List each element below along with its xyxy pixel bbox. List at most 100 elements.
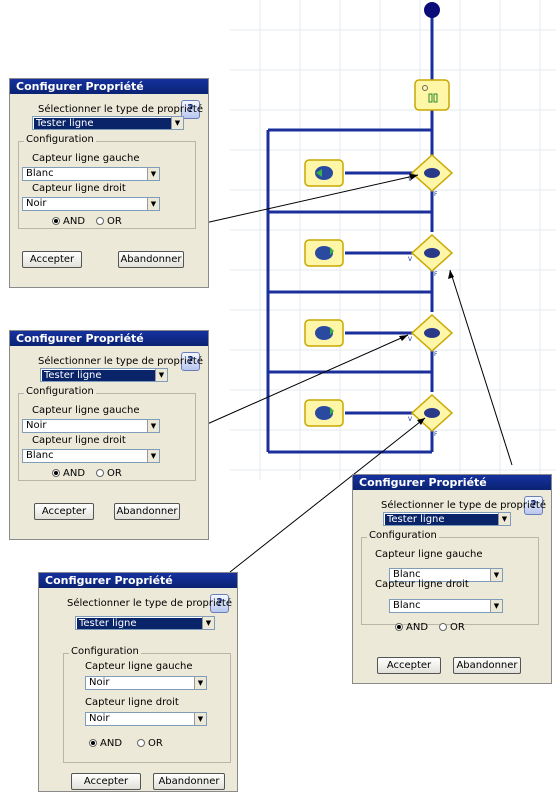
or-radio[interactable]: OR	[96, 468, 122, 479]
chevron-down-icon[interactable]: ▼	[194, 713, 206, 725]
property-type-label: Sélectionner le type de propriété	[38, 356, 203, 367]
wait-block[interactable]	[414, 79, 450, 111]
property-type-label: Sélectionner le type de propriété	[67, 598, 232, 609]
configure-property-dialog-3: Configurer Propriété ? Sélectionner le t…	[352, 474, 552, 684]
chevron-down-icon[interactable]: ▼	[194, 677, 206, 689]
right-sensor-select[interactable]: Noir ▼	[85, 712, 207, 726]
left-sensor-label: Capteur ligne gauche	[85, 661, 193, 672]
configuration-group	[361, 537, 539, 625]
right-sensor-value: Blanc	[26, 450, 54, 461]
and-radio-label: AND	[63, 468, 86, 479]
chevron-down-icon[interactable]: ▼	[147, 420, 159, 432]
configure-property-dialog-1: Configurer Propriété ? Sélectionner le t…	[9, 78, 209, 288]
property-type-label: Sélectionner le type de propriété	[38, 104, 203, 115]
right-sensor-select[interactable]: Noir ▼	[22, 197, 160, 211]
left-sensor-value: Noir	[89, 677, 110, 688]
help-button[interactable]: ?	[210, 594, 229, 613]
dialog-title: Configurer Propriété	[10, 79, 208, 94]
accept-button[interactable]: Accepter	[71, 773, 141, 790]
help-button[interactable]: ?	[181, 100, 200, 119]
left-sensor-value: Noir	[26, 420, 47, 431]
yes-label: V	[408, 416, 413, 423]
property-type-select[interactable]: Tester ligne ▼	[32, 116, 184, 130]
flow-lines	[266, 10, 434, 454]
no-label: F	[434, 271, 438, 278]
chevron-down-icon[interactable]: ▼	[490, 600, 502, 612]
chevron-down-icon[interactable]: ▼	[490, 569, 502, 581]
chevron-down-icon[interactable]: ▼	[155, 369, 167, 381]
action-block-4[interactable]	[304, 399, 344, 427]
or-radio-label: OR	[107, 216, 122, 227]
and-radio[interactable]: AND	[52, 216, 85, 227]
radio-selected-icon	[395, 623, 403, 631]
decision-diamond-1[interactable]	[410, 153, 454, 193]
left-sensor-select[interactable]: Noir ▼	[22, 419, 160, 433]
accept-button[interactable]: Accepter	[22, 251, 82, 268]
help-button[interactable]: ?	[181, 352, 200, 371]
action-block-3[interactable]	[304, 319, 344, 347]
or-radio-label: OR	[148, 738, 163, 749]
and-radio[interactable]: AND	[52, 468, 85, 479]
cancel-button[interactable]: Abandonner	[118, 251, 184, 268]
cancel-button[interactable]: Abandonner	[153, 773, 225, 790]
configuration-group-title: Configuration	[367, 530, 439, 541]
left-sensor-label: Capteur ligne gauche	[375, 549, 483, 560]
callout-lines	[204, 174, 513, 573]
yes-label: V	[408, 176, 413, 183]
callout-arrowheads	[399, 174, 454, 425]
chevron-down-icon[interactable]: ▼	[498, 513, 510, 525]
or-radio[interactable]: OR	[96, 216, 122, 227]
action-block-1[interactable]	[304, 159, 344, 187]
decision-diamond-3[interactable]	[410, 313, 454, 353]
or-radio-label: OR	[450, 622, 465, 633]
right-sensor-label: Capteur ligne droit	[85, 697, 179, 708]
or-radio[interactable]: OR	[439, 622, 465, 633]
no-label: F	[434, 431, 438, 438]
cancel-button[interactable]: Abandonner	[114, 503, 180, 520]
property-type-value: Tester ligne	[42, 370, 155, 381]
decision-diamond-2[interactable]	[410, 233, 454, 273]
decision-diamond-4[interactable]	[410, 393, 454, 433]
right-sensor-value: Noir	[89, 713, 110, 724]
no-label: F	[434, 191, 438, 198]
chevron-down-icon[interactable]: ▼	[147, 450, 159, 462]
and-radio[interactable]: AND	[89, 738, 122, 749]
property-type-select[interactable]: Tester ligne ▼	[75, 616, 215, 630]
right-sensor-label: Capteur ligne droit	[375, 579, 469, 590]
start-node[interactable]	[424, 2, 440, 18]
left-sensor-select[interactable]: Blanc ▼	[389, 568, 503, 582]
cancel-button[interactable]: Abandonner	[453, 657, 521, 674]
action-block-2[interactable]	[304, 239, 344, 267]
help-button[interactable]: ?	[524, 496, 543, 515]
right-sensor-select[interactable]: Blanc ▼	[22, 449, 160, 463]
dialog-title: Configurer Propriété	[353, 475, 551, 490]
configuration-group-title: Configuration	[24, 386, 96, 397]
property-type-select[interactable]: Tester ligne ▼	[383, 512, 511, 526]
right-sensor-value: Blanc	[393, 600, 421, 611]
chevron-down-icon[interactable]: ▼	[147, 198, 159, 210]
and-radio-label: AND	[100, 738, 123, 749]
no-label: F	[434, 351, 438, 358]
property-type-select[interactable]: Tester ligne ▼	[40, 368, 168, 382]
property-type-value: Tester ligne	[385, 514, 498, 525]
right-sensor-select[interactable]: Blanc ▼	[389, 599, 503, 613]
and-radio[interactable]: AND	[395, 622, 428, 633]
left-sensor-select[interactable]: Noir ▼	[85, 676, 207, 690]
left-sensor-select[interactable]: Blanc ▼	[22, 167, 160, 181]
or-radio[interactable]: OR	[137, 738, 163, 749]
right-sensor-label: Capteur ligne droit	[32, 435, 126, 446]
yes-label: V	[408, 336, 413, 343]
chevron-down-icon[interactable]: ▼	[147, 168, 159, 180]
property-type-value: Tester ligne	[34, 118, 171, 129]
accept-button[interactable]: Accepter	[377, 657, 441, 674]
chevron-down-icon[interactable]: ▼	[171, 117, 183, 129]
radio-selected-icon	[89, 739, 97, 747]
and-radio-label: AND	[63, 216, 86, 227]
accept-button[interactable]: Accepter	[34, 503, 94, 520]
right-sensor-label: Capteur ligne droit	[32, 183, 126, 194]
left-sensor-label: Capteur ligne gauche	[32, 405, 140, 416]
radio-unselected-icon	[96, 217, 104, 225]
dialog-title: Configurer Propriété	[39, 573, 237, 588]
chevron-down-icon[interactable]: ▼	[202, 617, 214, 629]
